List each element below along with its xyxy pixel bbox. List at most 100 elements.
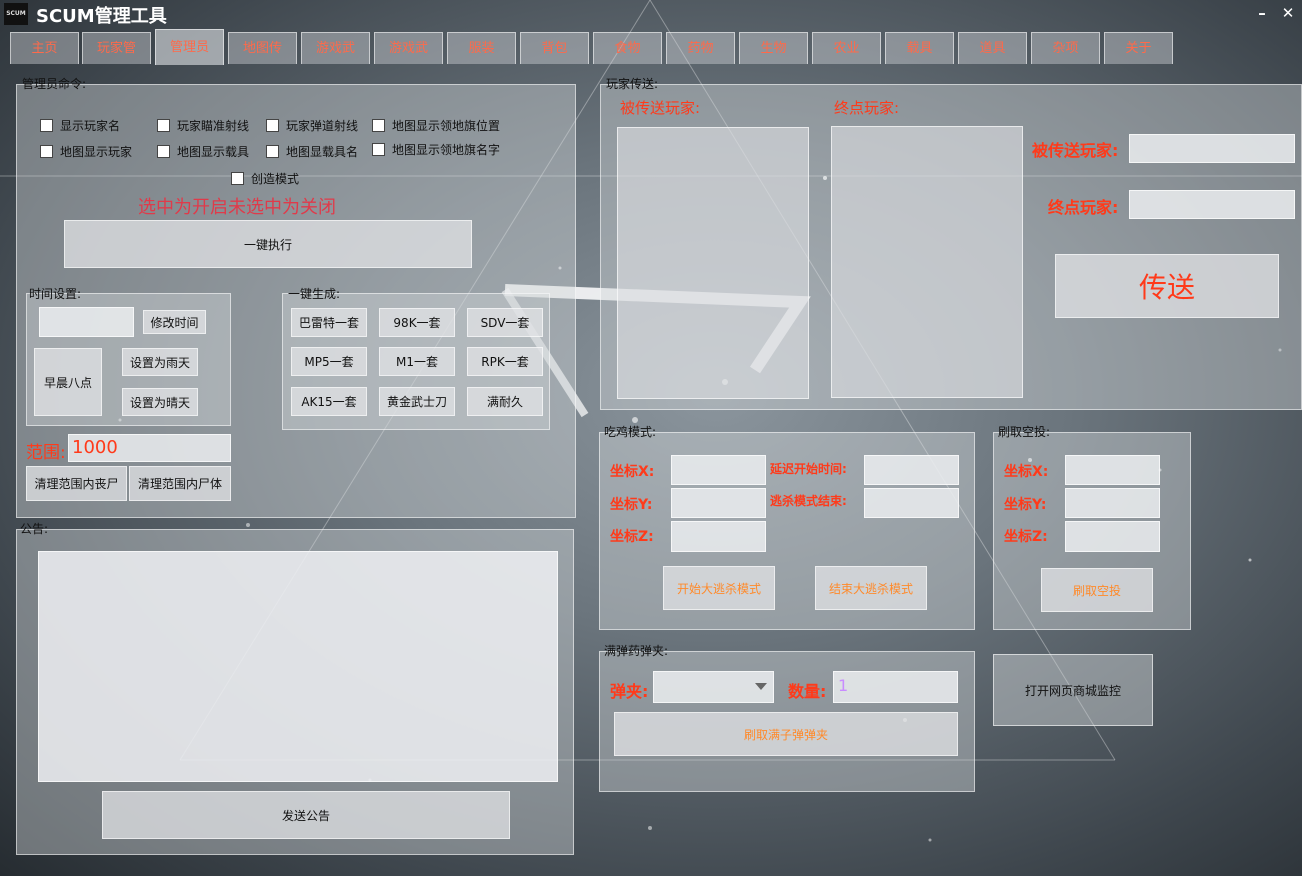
range-label: 范围:	[26, 443, 66, 463]
teleport-button[interactable]: 传送	[1055, 254, 1279, 318]
tab-farming[interactable]: 农业	[812, 32, 881, 64]
golden-katana-button[interactable]: 黄金武士刀	[379, 387, 455, 416]
tab-misc[interactable]: 杂项	[1031, 32, 1100, 64]
tab-weapons-2[interactable]: 游戏武	[374, 32, 443, 64]
chevron-down-icon	[755, 683, 767, 690]
br-x-label: 坐标X:	[610, 464, 655, 480]
checkbox-map-vehicle-name[interactable]: 地图显载具名	[266, 143, 358, 159]
checkbox-box	[372, 118, 385, 132]
target-player-input[interactable]	[1129, 190, 1295, 219]
checkbox-box	[40, 118, 53, 132]
checkbox-bullet-ray[interactable]: 玩家弹道射线	[266, 117, 358, 133]
tab-medicine[interactable]: 药物	[666, 32, 735, 64]
close-button[interactable]: ✕	[1281, 4, 1295, 22]
admin-commands-label: 管理员命令:	[22, 77, 87, 91]
checkbox-label: 地图显示领地旗名字	[392, 142, 501, 157]
end-battle-royale-button[interactable]: 结束大逃杀模式	[815, 566, 927, 610]
quick-generate-label: 一键生成:	[288, 287, 341, 301]
tab-vehicles[interactable]: 载具	[885, 32, 954, 64]
checkbox-show-player-name[interactable]: 显示玩家名	[40, 117, 120, 133]
qty-input[interactable]: 1	[833, 671, 958, 703]
rpk-kit-button[interactable]: RPK一套	[467, 347, 543, 376]
sdv-kit-button[interactable]: SDV一套	[467, 308, 543, 337]
br-z-label: 坐标Z:	[610, 529, 654, 545]
execute-button[interactable]: 一键执行	[64, 220, 472, 268]
airdrop-button[interactable]: 刷取空投	[1041, 568, 1153, 612]
title-bar: SCUM SCUM管理工具 – ✕	[0, 0, 1302, 28]
checkbox-box	[266, 144, 279, 158]
teleport-label: 玩家传送:	[606, 77, 659, 91]
announcement-label: 公告:	[20, 522, 49, 536]
checkbox-hint: 选中为开启未选中为关闭	[138, 197, 336, 218]
tab-clothing[interactable]: 服装	[447, 32, 516, 64]
tab-map-teleport[interactable]: 地图传	[228, 32, 297, 64]
br-z-input[interactable]	[671, 521, 766, 552]
airdrop-label: 刷取空投:	[998, 425, 1051, 439]
checkbox-aim-ray[interactable]: 玩家瞄准射线	[157, 117, 249, 133]
start-battle-royale-button[interactable]: 开始大逃杀模式	[663, 566, 775, 610]
range-input[interactable]: 1000	[68, 434, 231, 462]
checkbox-label: 创造模式	[251, 171, 300, 186]
refill-magazine-button[interactable]: 刷取满子弹弹夹	[614, 712, 958, 756]
morning-button[interactable]: 早晨八点	[34, 348, 102, 416]
time-input[interactable]	[39, 307, 134, 337]
barrett-kit-button[interactable]: 巴雷特一套	[291, 308, 367, 337]
app-logo: SCUM	[4, 3, 28, 25]
checkbox-map-show-vehicle[interactable]: 地图显示载具	[157, 143, 249, 159]
airdrop-y-input[interactable]	[1065, 488, 1160, 518]
tab-creatures[interactable]: 生物	[739, 32, 808, 64]
airdrop-z-label: 坐标Z:	[1004, 529, 1048, 545]
tab-food[interactable]: 食物	[593, 32, 662, 64]
tab-admin[interactable]: 管理员	[155, 29, 224, 65]
set-sunny-button[interactable]: 设置为晴天	[122, 388, 198, 416]
set-rain-button[interactable]: 设置为雨天	[122, 348, 198, 376]
mp5-kit-button[interactable]: MP5一套	[291, 347, 367, 376]
tab-player-manage[interactable]: 玩家管	[82, 32, 151, 64]
checkbox-map-show-player[interactable]: 地图显示玩家	[40, 143, 132, 159]
tab-items[interactable]: 道具	[958, 32, 1027, 64]
announcement-textarea[interactable]	[38, 551, 558, 782]
br-y-label: 坐标Y:	[610, 497, 653, 513]
checkbox-map-flag-name[interactable]: 地图显示领地旗名字	[372, 141, 500, 157]
ak15-kit-button[interactable]: AK15一套	[291, 387, 367, 416]
checkbox-box	[372, 142, 385, 156]
target-player-list[interactable]	[831, 126, 1023, 398]
br-y-input[interactable]	[671, 488, 766, 518]
br-delay-label: 延迟开始时间:	[770, 462, 847, 476]
airdrop-x-input[interactable]	[1065, 455, 1160, 485]
checkbox-label: 玩家瞄准射线	[177, 118, 250, 133]
full-durability-button[interactable]: 满耐久	[467, 387, 543, 416]
98k-kit-button[interactable]: 98K一套	[379, 308, 455, 337]
checkbox-map-flag-position[interactable]: 地图显示领地旗位置	[372, 117, 500, 133]
clear-bodies-button[interactable]: 清理范围内尸体	[129, 466, 231, 501]
clear-zombies-button[interactable]: 清理范围内丧尸	[26, 466, 127, 501]
m1-kit-button[interactable]: M1一套	[379, 347, 455, 376]
source-player-input[interactable]	[1129, 134, 1295, 163]
br-end-label: 逃杀模式结束:	[770, 494, 847, 508]
time-settings-label: 时间设置:	[29, 287, 82, 301]
app-title: SCUM管理工具	[36, 6, 167, 27]
open-shop-monitor-button[interactable]: 打开网页商城监控	[993, 654, 1153, 726]
br-end-input[interactable]	[864, 488, 959, 518]
send-announcement-button[interactable]: 发送公告	[102, 791, 510, 839]
tab-backpack[interactable]: 背包	[520, 32, 589, 64]
tab-home[interactable]: 主页	[10, 32, 79, 64]
checkbox-label: 玩家弹道射线	[286, 118, 359, 133]
airdrop-z-input[interactable]	[1065, 521, 1160, 552]
mag-select-label: 弹夹:	[610, 682, 649, 701]
checkbox-label: 地图显载具名	[286, 144, 359, 159]
source-player-list[interactable]	[617, 127, 809, 399]
modify-time-button[interactable]: 修改时间	[143, 310, 206, 334]
mag-select[interactable]	[653, 671, 774, 703]
magazine-label: 满弹药弹夹:	[604, 644, 669, 658]
checkbox-creative-mode[interactable]: 创造模式	[231, 170, 299, 186]
tab-about[interactable]: 关于	[1104, 32, 1173, 64]
source-player-header: 被传送玩家:	[620, 99, 701, 117]
br-x-input[interactable]	[671, 455, 766, 485]
checkbox-box	[157, 144, 170, 158]
airdrop-y-label: 坐标Y:	[1004, 497, 1047, 513]
checkbox-box	[266, 118, 279, 132]
tab-weapons-1[interactable]: 游戏武	[301, 32, 370, 64]
br-delay-input[interactable]	[864, 455, 959, 485]
minimize-button[interactable]: –	[1258, 4, 1266, 22]
